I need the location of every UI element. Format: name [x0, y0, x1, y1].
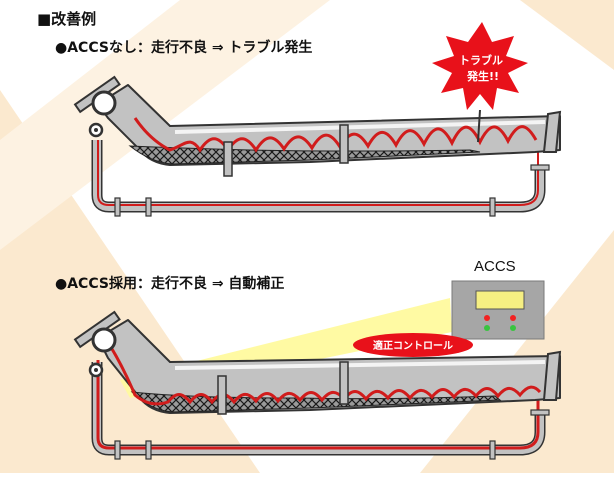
head-pulley-top	[91, 90, 117, 116]
frame-clamp-top-1	[114, 197, 121, 217]
section-heading: ■改善例	[37, 10, 97, 28]
support-ring-bottom-2	[339, 361, 349, 405]
outlet-end-bottom	[542, 350, 562, 401]
belt-return-top	[97, 140, 539, 206]
conveyor-top	[73, 75, 562, 217]
frame-clamp-bottom-3	[489, 440, 496, 460]
frame-clamp-top-3	[489, 197, 496, 217]
frame-clamp-bottom-2	[145, 440, 152, 460]
trouble-label-line2: 発生!!	[466, 69, 499, 83]
caption-without-accs: ●ACCSなし：走行不良 ⇒ トラブル発生	[55, 40, 313, 56]
background-stripe-upper-right	[520, 0, 614, 70]
belt-wave-corrected	[103, 337, 542, 406]
accs-device-label: ACCS	[474, 258, 516, 275]
trouble-burst	[432, 22, 528, 143]
control-label: 適正コントロール	[373, 339, 453, 352]
background-stripe-right	[420, 230, 614, 473]
accs-device-screen	[475, 290, 525, 310]
trouble-label-line1: トラブル	[459, 53, 503, 67]
accs-device-body	[451, 280, 545, 340]
caption-with-accs: ●ACCS採用：走行不良 ⇒ 自動補正	[55, 276, 285, 292]
frame-clamp-bottom-4	[530, 409, 550, 416]
lamp-green-right	[510, 325, 516, 331]
support-ring-top-2	[339, 124, 349, 164]
material-mesh-top	[128, 145, 481, 165]
frame-clamp-top-4	[530, 164, 550, 171]
control-pill	[353, 333, 473, 357]
conveyor-bottom	[73, 310, 562, 460]
lamp-green-left	[484, 325, 490, 331]
belt-return-bottom	[96, 360, 540, 450]
frame-clamp-top-2	[145, 197, 152, 217]
support-ring-bottom-1	[217, 375, 227, 415]
trouble-burst-shape	[432, 22, 528, 110]
head-pulley-bottom	[91, 327, 117, 353]
lamp-red-left	[484, 315, 490, 321]
lamp-red-right	[510, 315, 516, 321]
support-ring-top-1	[223, 141, 233, 177]
outlet-end-top	[542, 110, 562, 153]
frame-clamp-bottom-1	[114, 440, 121, 460]
accs-device	[451, 280, 545, 340]
